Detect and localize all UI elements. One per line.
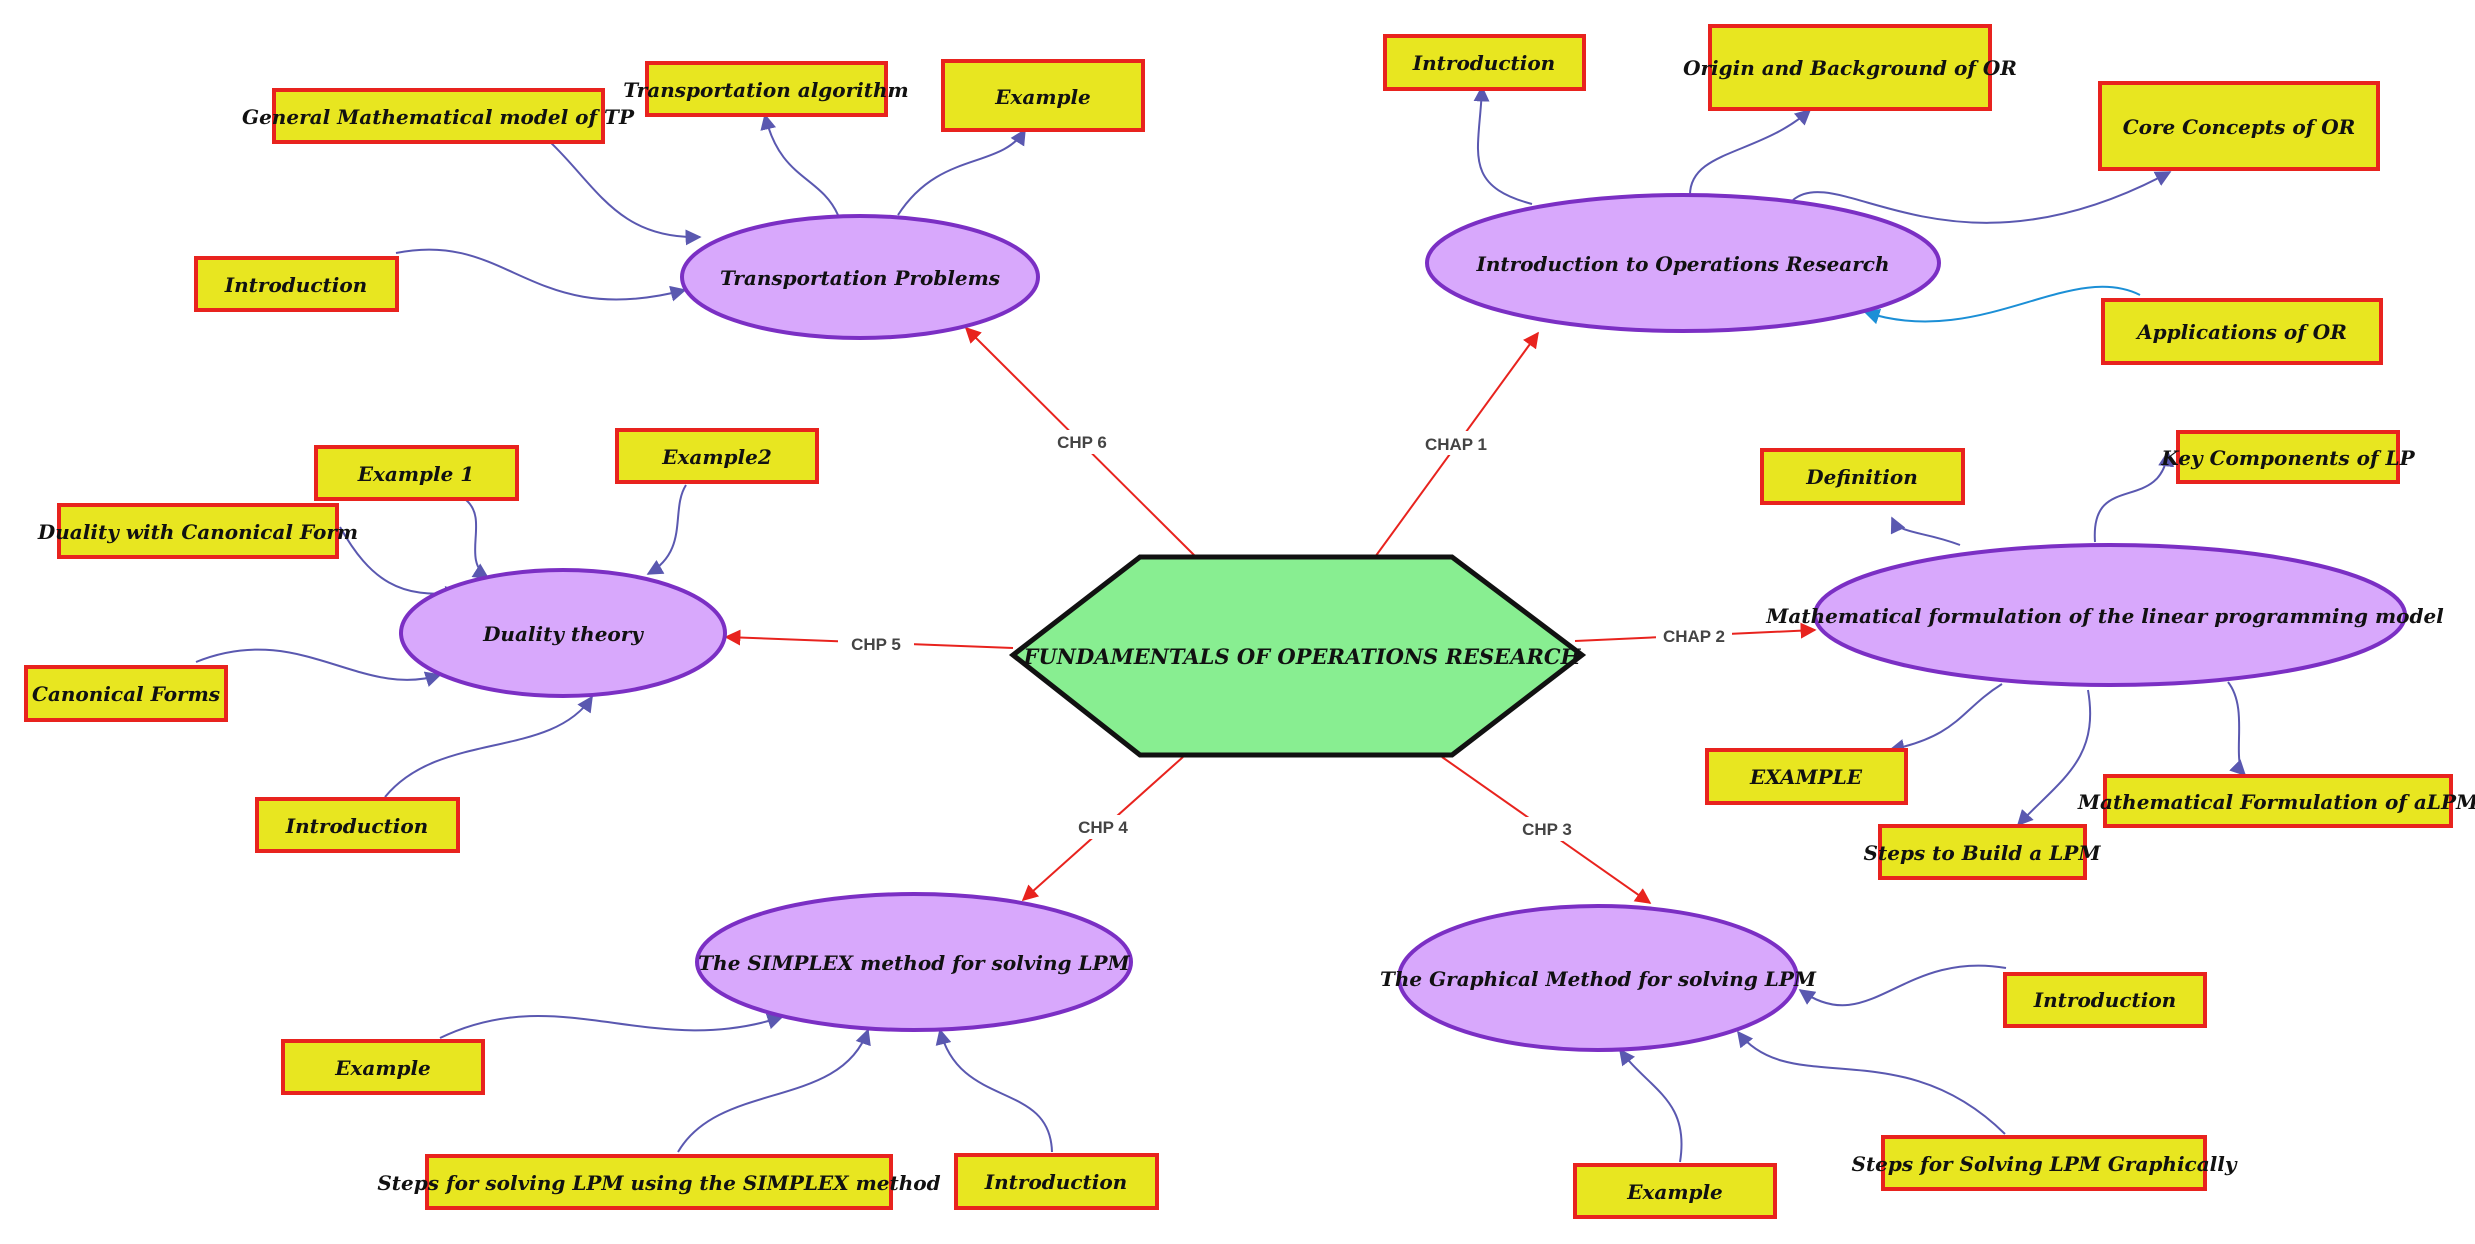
topic-label-t6b: Transportation algorithm	[623, 78, 908, 102]
center-label: FUNDAMENTALS OF OPERATIONS RESEARCH	[1023, 644, 1582, 669]
edge-t6b	[760, 113, 839, 216]
topic-label-t2b: Key Components of LP	[2160, 446, 2415, 470]
edge-t2c	[1888, 683, 2003, 755]
topic-label-t2e: Mathematical Formulation of aLPM	[2077, 790, 2475, 814]
topic-box-t5c[interactable]: Duality with Canonical Form	[37, 503, 358, 559]
chapter-label-ch2: Mathematical formulation of the linear p…	[1765, 604, 2444, 628]
topic-label-t3c: Example	[1626, 1180, 1723, 1204]
topic-label-t6d: Introduction	[224, 273, 367, 297]
topic-label-t1b: Origin and Background of OR	[1683, 56, 2017, 80]
topic-box-t6a[interactable]: General Mathematical model of TP	[242, 88, 635, 144]
topic-box-t2a[interactable]: Definition	[1760, 448, 1965, 505]
edge-t1a	[1473, 85, 1533, 205]
topic-box-t4a[interactable]: Example	[281, 1039, 485, 1095]
topic-box-t1c[interactable]: Core Concepts of OR	[2098, 81, 2380, 171]
edge-t3c	[1619, 1048, 1683, 1163]
edge-t6c	[897, 128, 1026, 216]
chapter-node-ch6[interactable]: Transportation Problems	[680, 214, 1040, 340]
chapter-label-ch3: The Graphical Method for solving LPM	[1380, 967, 1817, 991]
topic-label-t4a: Example	[334, 1056, 431, 1080]
topic-boxes: Introduction Origin and Background of OR…	[24, 24, 2475, 1219]
edge-t1d	[1863, 285, 2141, 325]
topic-box-t3b[interactable]: Steps for Solving LPM Graphically	[1852, 1135, 2238, 1191]
chapter-label-ch5: Duality theory	[482, 622, 644, 646]
sub-edges	[195, 85, 2247, 1163]
edge-t4a	[439, 1013, 784, 1039]
chapter-label-ch1: Introduction to Operations Research	[1475, 252, 1889, 276]
topic-label-t4c: Introduction	[984, 1170, 1127, 1194]
topic-box-t6d[interactable]: Introduction	[194, 256, 399, 312]
topic-label-t3a: Introduction	[2033, 988, 2176, 1012]
topic-label-t1d: Applications of OR	[2135, 320, 2347, 344]
topic-box-t2b[interactable]: Key Components of LP	[2160, 430, 2416, 484]
edge-label-ch5: CHP 5	[851, 635, 901, 654]
edge-t5e	[384, 695, 593, 798]
topic-box-t2d[interactable]: Steps to Build a LPM	[1864, 824, 2102, 880]
center-node[interactable]: FUNDAMENTALS OF OPERATIONS RESEARCH	[1008, 554, 1587, 758]
topic-box-t2e[interactable]: Mathematical Formulation of aLPM	[2077, 774, 2475, 828]
chapter-label-ch4: The SIMPLEX method for solving LPM	[698, 951, 1130, 975]
edge-t3b	[1737, 1030, 2006, 1135]
edge-t5a	[465, 499, 490, 579]
edge-label-ch4: CHP 4	[1078, 818, 1128, 837]
edge-t1c	[1792, 171, 2172, 224]
topic-label-t1c: Core Concepts of OR	[2123, 115, 2356, 139]
edge-t5d	[195, 648, 442, 687]
topic-box-t4c[interactable]: Introduction	[954, 1153, 1159, 1210]
edge-t4c	[935, 1028, 1053, 1153]
topic-box-t1d[interactable]: Applications of OR	[2101, 298, 2383, 365]
edge-t2d	[2016, 689, 2092, 827]
chapter-node-ch1[interactable]: Introduction to Operations Research	[1425, 193, 1941, 333]
edge-label-ch1: CHAP 1	[1425, 435, 1487, 454]
topic-box-t6c[interactable]: Example	[941, 59, 1145, 132]
topic-box-t6b[interactable]: Transportation algorithm	[623, 61, 909, 117]
chapter-node-ch5[interactable]: Duality theory	[399, 568, 727, 698]
topic-label-t5e: Introduction	[285, 814, 428, 838]
topic-label-t4b: Steps for solving LPM using the SIMPLEX …	[377, 1171, 940, 1195]
topic-label-t6a: General Mathematical model of TP	[242, 105, 635, 129]
edge-t4b	[677, 1028, 871, 1153]
topic-box-t1b[interactable]: Origin and Background of OR	[1683, 24, 2017, 111]
topic-label-t5a: Example 1	[357, 462, 474, 486]
topic-box-t5d[interactable]: Canonical Forms	[24, 665, 228, 722]
topic-box-t5e[interactable]: Introduction	[255, 797, 460, 853]
edge-t2e	[2227, 681, 2247, 777]
topic-label-t6c: Example	[994, 85, 1091, 109]
topic-label-t2c: EXAMPLE	[1749, 765, 1863, 789]
chapter-node-ch2[interactable]: Mathematical formulation of the linear p…	[1765, 543, 2444, 687]
topic-label-t3b: Steps for Solving LPM Graphically	[1852, 1152, 2238, 1176]
topic-label-t5c: Duality with Canonical Form	[37, 520, 358, 544]
topic-box-t2c[interactable]: EXAMPLE	[1705, 748, 1908, 805]
edge-label-ch3: CHP 3	[1522, 820, 1572, 839]
topic-box-t5a[interactable]: Example 1	[314, 445, 519, 501]
topic-label-t5b: Example2	[661, 445, 772, 469]
edge-labels: CHAP 1 CHAP 2 CHP 3 CHP 4 CHP 5 CHP 6	[838, 430, 1732, 841]
topic-box-t4b[interactable]: Steps for solving LPM using the SIMPLEX …	[377, 1154, 941, 1210]
edge-t3a	[1798, 964, 2007, 1007]
edge-label-ch6: CHP 6	[1057, 433, 1107, 452]
chapter-node-ch3[interactable]: The Graphical Method for solving LPM	[1380, 904, 1817, 1052]
topic-box-t3c[interactable]: Example	[1573, 1163, 1777, 1219]
chapter-node-ch4[interactable]: The SIMPLEX method for solving LPM	[695, 892, 1133, 1032]
edge-t2a	[1890, 516, 1961, 546]
edge-label-ch2: CHAP 2	[1663, 627, 1725, 646]
topic-box-t1a[interactable]: Introduction	[1383, 34, 1586, 91]
topic-label-t2d: Steps to Build a LPM	[1864, 841, 2102, 865]
edge-t2b	[2093, 450, 2175, 543]
edge-t6d	[395, 248, 687, 302]
topic-label-t1a: Introduction	[1412, 51, 1555, 75]
topic-box-t3a[interactable]: Introduction	[2003, 972, 2207, 1028]
topic-label-t2a: Definition	[1805, 465, 1917, 489]
chapter-label-ch6: Transportation Problems	[720, 266, 1000, 290]
topic-label-t5d: Canonical Forms	[32, 682, 220, 706]
edge-t5b	[646, 484, 687, 575]
topic-box-t5b[interactable]: Example2	[615, 428, 819, 484]
edge-t1b	[1689, 108, 1812, 196]
